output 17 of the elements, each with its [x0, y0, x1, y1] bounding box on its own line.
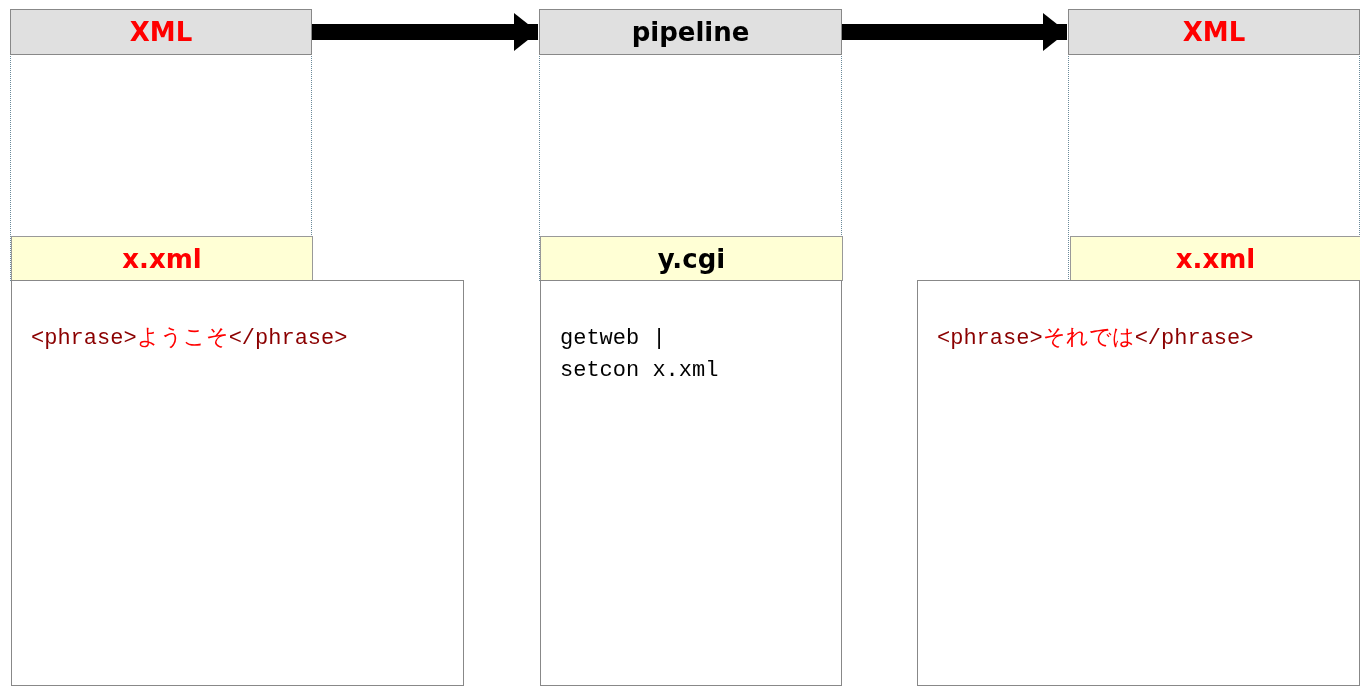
file-tab: y.cgi	[540, 236, 843, 281]
panel-header: XML	[1068, 9, 1360, 55]
file-tab: x.xml	[1070, 236, 1360, 281]
code-text: <phrase>ようこそ</phrase>	[31, 325, 348, 353]
file-tab: x.xml	[11, 236, 313, 281]
panel-header: pipeline	[539, 9, 842, 55]
block-arrow	[312, 13, 538, 51]
block-arrow	[842, 13, 1067, 51]
dotted-panel	[10, 9, 312, 281]
code-box	[917, 280, 1360, 686]
panel-header: XML	[10, 9, 312, 55]
code-box	[540, 280, 842, 686]
dotted-panel	[539, 9, 842, 281]
dotted-panel	[1068, 9, 1360, 281]
code-text: <phrase>それでは</phrase>	[937, 325, 1254, 353]
code-box	[11, 280, 464, 686]
code-text: getweb | setcon x.xml	[560, 325, 720, 385]
